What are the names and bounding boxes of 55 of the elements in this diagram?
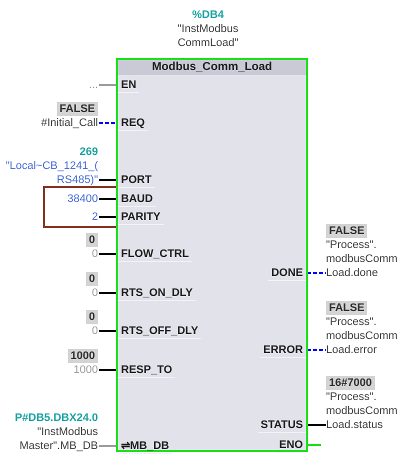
connector-line [99, 216, 118, 218]
operand-value: 0 [90, 286, 98, 300]
pin-label: EN [118, 78, 140, 93]
connector-line [99, 330, 118, 332]
operand-name: "Process". modbusComm Load.error [326, 315, 399, 357]
connector-line [99, 179, 118, 181]
pin-label: FLOW_CTRL [118, 247, 192, 262]
pin-label: BAUD [118, 192, 156, 207]
current-value: 0 [86, 310, 98, 324]
connector-line [99, 369, 118, 371]
operand-value: 0 [90, 324, 98, 338]
operand-name: "Process". modbusComm Load.done [326, 238, 399, 280]
connector-line [307, 349, 326, 351]
current-value: 16#7000 [326, 376, 375, 390]
current-value: FALSE [56, 102, 98, 116]
pin-label: ⇌MB_DB [118, 439, 172, 454]
current-value: 0 [86, 272, 98, 286]
connector-line [99, 84, 118, 86]
pin-label: PARITY [118, 210, 164, 225]
pin-label: DONE [268, 266, 306, 281]
pin-label: STATUS [258, 418, 306, 433]
pin-label: REQ [118, 116, 148, 131]
pin-label: PORT [118, 173, 155, 188]
connector-line [99, 198, 118, 200]
connector-line [306, 444, 321, 446]
pin-label: ERROR [260, 343, 306, 358]
parameter-value: "Local~CB_1241_( RS485)" [4, 159, 98, 187]
connector-line [99, 253, 118, 255]
address-text: 269 [78, 145, 98, 159]
parameter-value: 2 [90, 210, 98, 224]
connector-line [99, 122, 118, 124]
pin-label: RTS_ON_DLY [118, 286, 196, 301]
parameter-value: 38400 [66, 192, 98, 206]
connector-line [99, 292, 118, 294]
operand-name: #Initial_Call [40, 116, 98, 130]
current-value: FALSE [326, 224, 368, 238]
current-value: 0 [86, 233, 98, 247]
connector-line [99, 445, 118, 447]
block-title: Modbus_Comm_Load [118, 60, 306, 75]
operand-name: "InstModbus Master".MB_DB [18, 425, 98, 453]
operand-value: 1000 [72, 363, 98, 377]
function-block [116, 58, 308, 452]
connector-line [307, 272, 326, 274]
pin-label: ENO [276, 438, 306, 453]
instance-name: "InstModbus CommLoad" [176, 22, 240, 50]
current-value: 1000 [68, 349, 98, 363]
pin-label: RESP_TO [118, 363, 176, 378]
current-value: FALSE [326, 301, 368, 315]
operand-value: 0 [90, 247, 98, 261]
pin-label: RTS_OFF_DLY [118, 324, 202, 339]
connector-line [307, 424, 326, 426]
address-text: P#DB5.DBX24.0 [14, 411, 98, 425]
instance-address: %DB4 [191, 8, 225, 22]
operand-value: ... [88, 78, 98, 92]
operand-name: "Process". modbusComm Load.status [326, 390, 399, 432]
